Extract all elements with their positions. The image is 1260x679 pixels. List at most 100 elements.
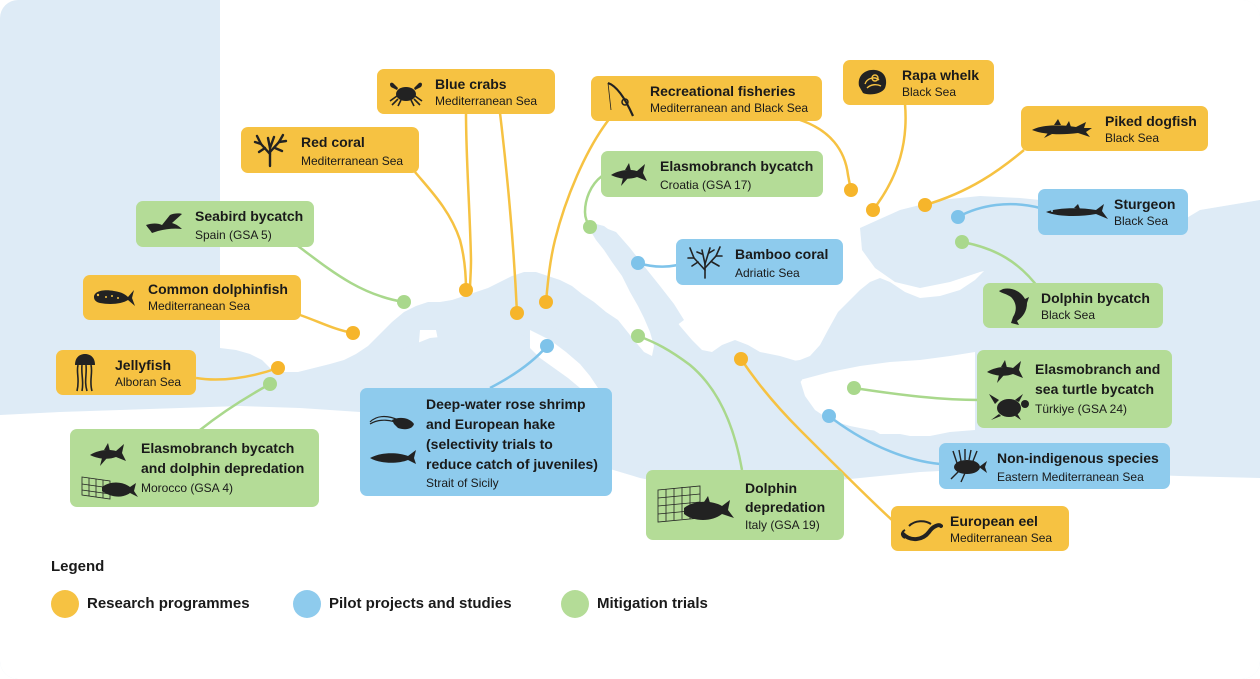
location-dot-bamboo-coral[interactable]	[631, 256, 645, 270]
legend-swatch-mitigation	[561, 590, 589, 618]
sea-adriatic	[600, 226, 684, 326]
sturgeon-icon	[1046, 204, 1108, 219]
location-dot-rapa-whelk[interactable]	[866, 203, 880, 217]
callout-title: Red coral	[301, 134, 365, 150]
callout-title: Seabird bycatch	[195, 208, 304, 224]
location-dot-dolphin-bycatch[interactable]	[955, 235, 969, 249]
line-jellyfish	[195, 366, 279, 381]
location-dot-sturgeon[interactable]	[951, 210, 965, 224]
legend-swatch-research	[51, 590, 79, 618]
location-dot-elasmobranch-morocco[interactable]	[263, 377, 277, 391]
callout-red-coral[interactable]: Red coral Mediterranean Sea	[241, 127, 419, 173]
callout-title: Non-indigenous species	[997, 450, 1159, 466]
callout-sturgeon[interactable]: Sturgeon Black Sea	[1038, 189, 1188, 235]
callout-title-line-1: Dolphin	[745, 480, 798, 496]
location-dot-recreational-fisheries-black-sea[interactable]	[844, 183, 858, 197]
callout-elasmobranch-morocco[interactable]: Elasmobranch bycatch and dolphin depreda…	[70, 429, 319, 507]
line-dolphin-depredation	[637, 334, 744, 471]
callout-title-line-2: and European hake	[426, 416, 556, 432]
location-dot-recreational-fisheries-med[interactable]	[539, 295, 553, 309]
callout-title: Dolphin bycatch	[1041, 290, 1150, 306]
callout-title: European eel	[950, 513, 1038, 529]
fishing-rod-icon	[607, 81, 635, 117]
callout-piked-dogfish[interactable]: Piked dogfish Black Sea	[1021, 106, 1208, 151]
line-dolphin-bycatch	[961, 240, 1042, 291]
location-dot-deep-water-shrimp[interactable]	[540, 339, 554, 353]
callout-title-line-3: (selectivity trials to	[426, 436, 553, 452]
callout-title: Rapa whelk	[902, 67, 980, 83]
legend-swatch-pilot	[293, 590, 321, 618]
coral-icon	[253, 133, 288, 168]
callout-title-line-2: sea turtle bycatch	[1035, 381, 1155, 397]
callout-rapa-whelk[interactable]: Rapa whelk Black Sea	[843, 60, 994, 105]
seabird-icon	[146, 213, 182, 233]
location-dot-piked-dogfish[interactable]	[918, 198, 932, 212]
sea-western-med	[220, 330, 530, 404]
shark-icon	[611, 163, 647, 186]
callout-title: Piked dogfish	[1105, 113, 1197, 129]
shrimp-hake-icon	[369, 415, 416, 464]
callout-subtitle: Black Sea	[902, 85, 957, 99]
line-elasmo-turtle	[853, 386, 981, 402]
callout-title-line-1: Elasmobranch and	[1035, 361, 1161, 377]
callout-title: Sturgeon	[1114, 196, 1176, 212]
whelk-shell-icon	[858, 69, 887, 95]
callout-subtitle: Black Sea	[1114, 214, 1169, 228]
callout-elasmobranch-turtle[interactable]: Elasmobranch and sea turtle bycatch Türk…	[977, 350, 1172, 428]
callout-deep-water-shrimp[interactable]: Deep-water rose shrimp and European hake…	[360, 388, 612, 496]
callout-non-indigenous[interactable]: Non-indigenous species Eastern Mediterra…	[939, 443, 1170, 489]
callout-elasmobranch-croatia[interactable]: Elasmobranch bycatch Croatia (GSA 17)	[601, 151, 823, 197]
land-cyprus	[870, 424, 908, 434]
callout-bamboo-coral[interactable]: Bamboo coral Adriatic Sea	[676, 239, 843, 285]
legend-item-research: Research programmes	[51, 590, 281, 620]
callout-subtitle: Italy (GSA 19)	[745, 518, 820, 532]
location-dot-elasmobranch-turtle[interactable]	[847, 381, 861, 395]
callout-common-dolphinfish[interactable]: Common dolphinfish Mediterranean Sea	[83, 275, 301, 320]
callout-title-line-1: Deep-water rose shrimp	[426, 396, 586, 412]
location-dot-common-dolphinfish[interactable]	[346, 326, 360, 340]
legend-item-pilot: Pilot projects and studies	[293, 590, 543, 620]
callout-subtitle: Türkiye (GSA 24)	[1035, 402, 1128, 416]
callout-subtitle: Mediterranean Sea	[950, 531, 1053, 545]
location-dot-european-eel[interactable]	[734, 352, 748, 366]
line-rapa	[872, 103, 907, 211]
callout-title: Common dolphinfish	[148, 281, 288, 297]
location-dot-red-coral[interactable]	[510, 306, 524, 320]
callout-title-line-1: Elasmobranch bycatch	[141, 440, 295, 456]
callout-european-eel[interactable]: European eel Mediterranean Sea	[891, 506, 1069, 551]
jellyfish-icon	[75, 354, 95, 392]
callout-jellyfish[interactable]: Jellyfish Alboran Sea	[56, 350, 196, 395]
callout-title-line-2: depredation	[745, 499, 826, 515]
net-dolphin-icon	[657, 485, 734, 523]
callout-subtitle: Spain (GSA 5)	[195, 228, 272, 242]
callout-subtitle: Mediterranean Sea	[301, 154, 404, 168]
callout-dolphin-bycatch[interactable]: Dolphin bycatch Black Sea	[983, 283, 1163, 328]
location-dot-non-indigenous[interactable]	[822, 409, 836, 423]
dogfish-icon	[1032, 119, 1092, 138]
line-dogfish	[924, 149, 1025, 207]
callout-recreational-fisheries[interactable]: Recreational fisheries Mediterranean and…	[591, 76, 822, 121]
lionfish-icon	[950, 449, 987, 483]
callout-subtitle: Morocco (GSA 4)	[141, 481, 234, 495]
line-european-eel	[739, 358, 893, 521]
callout-title-line-2: and dolphin depredation	[141, 460, 305, 476]
callout-subtitle: Mediterranean Sea	[148, 299, 251, 313]
location-dot-elasmobranch-croatia[interactable]	[583, 220, 597, 234]
location-dot-dolphin-depredation[interactable]	[631, 329, 645, 343]
location-dot-seabird-bycatch[interactable]	[397, 295, 411, 309]
line-blue-crabs	[464, 112, 473, 291]
callout-dolphin-depredation[interactable]: Dolphin depredation Italy (GSA 19)	[646, 470, 844, 540]
callout-blue-crabs[interactable]: Blue crabs Mediterranean Sea	[377, 69, 555, 114]
callout-subtitle: Black Sea	[1105, 131, 1160, 145]
callout-title: Recreational fisheries	[650, 83, 796, 99]
sea-aegean	[740, 352, 802, 408]
callout-subtitle: Eastern Mediterranean Sea	[997, 470, 1144, 484]
line-recreational	[544, 117, 611, 303]
sea-cutouts	[220, 196, 1170, 484]
legend-item-mitigation: Mitigation trials	[561, 590, 741, 620]
callout-seabird-bycatch[interactable]: Seabird bycatch Spain (GSA 5)	[136, 201, 314, 247]
location-dot-blue-crabs[interactable]	[459, 283, 473, 297]
callout-subtitle: Strait of Sicily	[426, 476, 499, 490]
location-dot-jellyfish[interactable]	[271, 361, 285, 375]
